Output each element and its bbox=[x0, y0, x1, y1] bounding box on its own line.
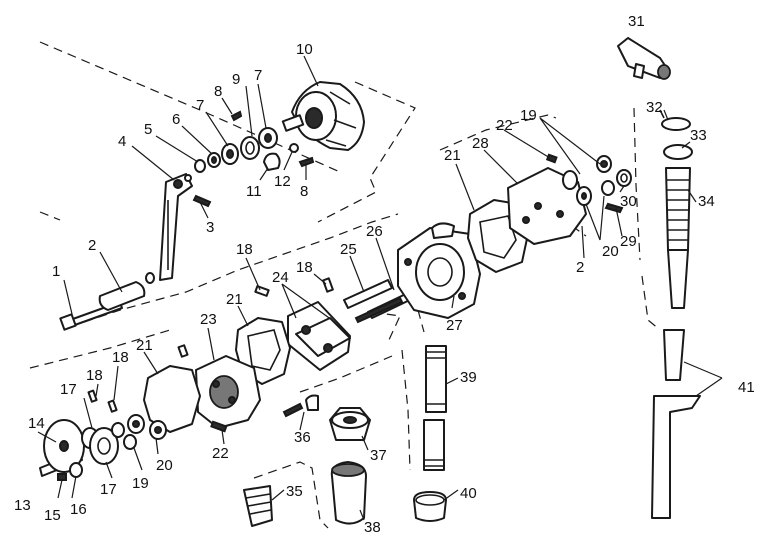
callout-23: 23 bbox=[200, 311, 217, 328]
callout-22: 22 bbox=[496, 117, 513, 134]
callout-18: 18 bbox=[236, 241, 253, 258]
callout-35: 35 bbox=[286, 483, 303, 500]
lever-and-bearing-parts bbox=[159, 110, 315, 281]
callout-28: 28 bbox=[472, 135, 489, 152]
callout-29: 29 bbox=[620, 233, 637, 250]
bolt-and-sleeve bbox=[59, 272, 155, 331]
callout-41: 41 bbox=[738, 379, 755, 396]
callout-38: 38 bbox=[364, 519, 381, 536]
callout-36: 36 bbox=[294, 429, 311, 446]
callout-labels: 1 2 2 3 4 5 6 7 7 8 8 9 10 11 12 13 14 1… bbox=[14, 13, 755, 536]
callout-13: 13 bbox=[14, 497, 31, 514]
shaft-and-gears bbox=[39, 389, 167, 481]
callout-22: 22 bbox=[212, 445, 229, 462]
callout-21: 21 bbox=[136, 337, 153, 354]
callout-2: 2 bbox=[88, 237, 96, 254]
callout-18: 18 bbox=[112, 349, 129, 366]
rods bbox=[343, 279, 415, 324]
pump-body-right bbox=[467, 153, 632, 273]
part-10-motor-housing bbox=[281, 81, 365, 151]
callout-7: 7 bbox=[196, 97, 204, 114]
callout-12: 12 bbox=[274, 173, 291, 190]
callout-7: 7 bbox=[254, 67, 262, 84]
callout-24: 24 bbox=[272, 269, 289, 286]
leader-lines bbox=[37, 55, 723, 521]
callout-8: 8 bbox=[214, 83, 222, 100]
callout-1: 1 bbox=[52, 263, 60, 280]
callout-10: 10 bbox=[296, 41, 313, 58]
callout-9: 9 bbox=[232, 71, 240, 88]
callout-20: 20 bbox=[156, 457, 173, 474]
pump-body-left bbox=[143, 277, 351, 433]
callout-17: 17 bbox=[100, 481, 117, 498]
callout-33: 33 bbox=[690, 127, 707, 144]
callout-5: 5 bbox=[144, 121, 152, 138]
callout-4: 4 bbox=[118, 133, 126, 150]
callout-30: 30 bbox=[620, 193, 637, 210]
callout-31: 31 bbox=[628, 13, 645, 30]
callout-19: 19 bbox=[520, 107, 537, 124]
callout-20: 20 bbox=[602, 243, 619, 260]
valve-assembly bbox=[243, 394, 371, 527]
callout-39: 39 bbox=[460, 369, 477, 386]
callout-40: 40 bbox=[460, 485, 477, 502]
callout-18: 18 bbox=[296, 259, 313, 276]
callout-15: 15 bbox=[44, 507, 61, 524]
callout-16: 16 bbox=[70, 501, 87, 518]
callout-6: 6 bbox=[172, 111, 180, 128]
callout-26: 26 bbox=[366, 223, 383, 240]
callout-18: 18 bbox=[86, 367, 103, 384]
callout-8: 8 bbox=[300, 183, 308, 200]
callout-19: 19 bbox=[132, 475, 149, 492]
callout-21: 21 bbox=[444, 147, 461, 164]
callout-37: 37 bbox=[370, 447, 387, 464]
callout-27: 27 bbox=[446, 317, 463, 334]
callout-14: 14 bbox=[28, 415, 45, 432]
callout-32: 32 bbox=[646, 99, 663, 116]
pipe-and-cap bbox=[413, 345, 447, 522]
hose-and-nozzle bbox=[617, 37, 701, 519]
callout-34: 34 bbox=[698, 193, 715, 210]
part-27-main-housing bbox=[397, 222, 481, 319]
callout-17: 17 bbox=[60, 381, 77, 398]
callout-11: 11 bbox=[246, 183, 262, 200]
callout-25: 25 bbox=[340, 241, 357, 258]
callout-21: 21 bbox=[226, 291, 243, 308]
callout-2: 2 bbox=[576, 259, 584, 276]
callout-3: 3 bbox=[206, 219, 214, 236]
